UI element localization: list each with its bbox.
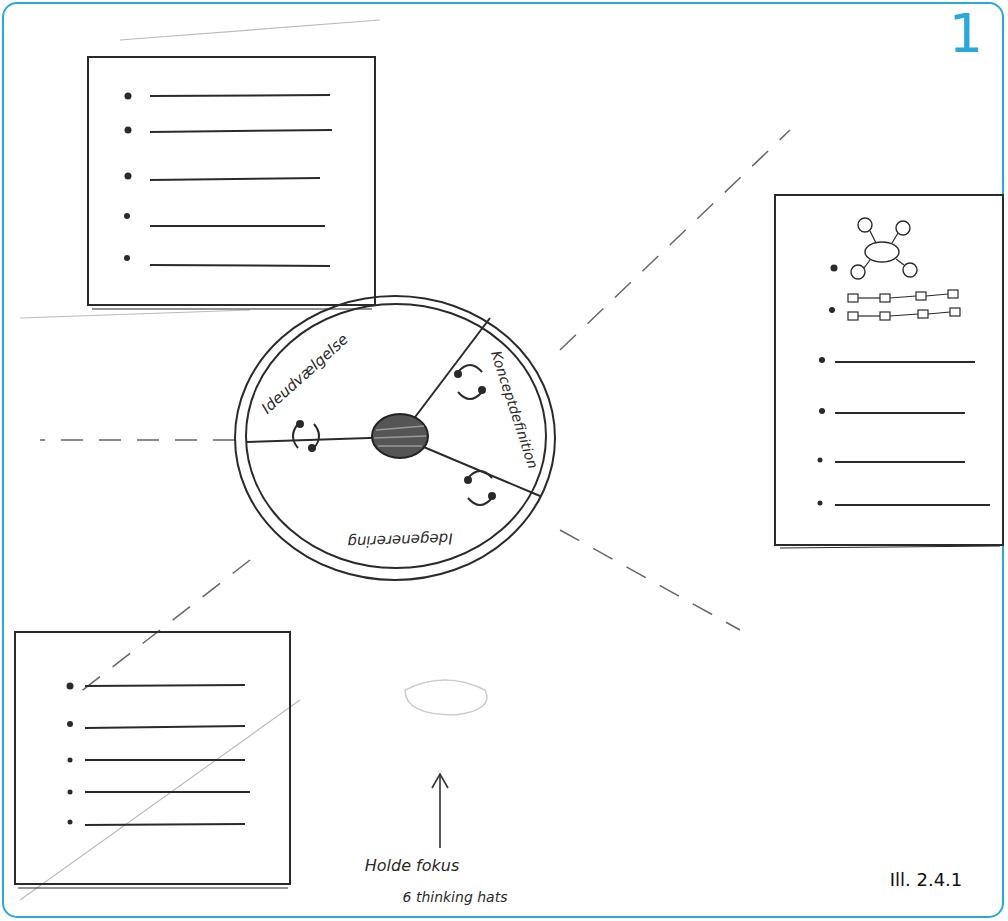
- process-wheel: [235, 296, 555, 580]
- bullets: [818, 265, 838, 506]
- frame: [3, 3, 1003, 917]
- figure-caption: Ill. 2.4.1: [890, 870, 963, 890]
- handwritten-note: 6 thinking hats: [403, 890, 508, 905]
- dashed-rays: [40, 130, 790, 700]
- bullets: [124, 93, 132, 262]
- faint-sketch: [405, 680, 487, 715]
- cycle-symbols: [293, 365, 495, 505]
- segment-label: Idegenerering: [347, 530, 453, 550]
- list-panel: [88, 57, 375, 309]
- page-number: 1: [949, 4, 983, 63]
- pointer-arrow: [432, 774, 448, 848]
- center-scribble: [372, 414, 428, 458]
- handwritten-note: Holde fokus: [365, 857, 460, 875]
- bullets: [67, 683, 74, 825]
- mindmap-panel: [775, 195, 1003, 548]
- construction-lines: [20, 20, 380, 900]
- list-panel: [15, 632, 290, 888]
